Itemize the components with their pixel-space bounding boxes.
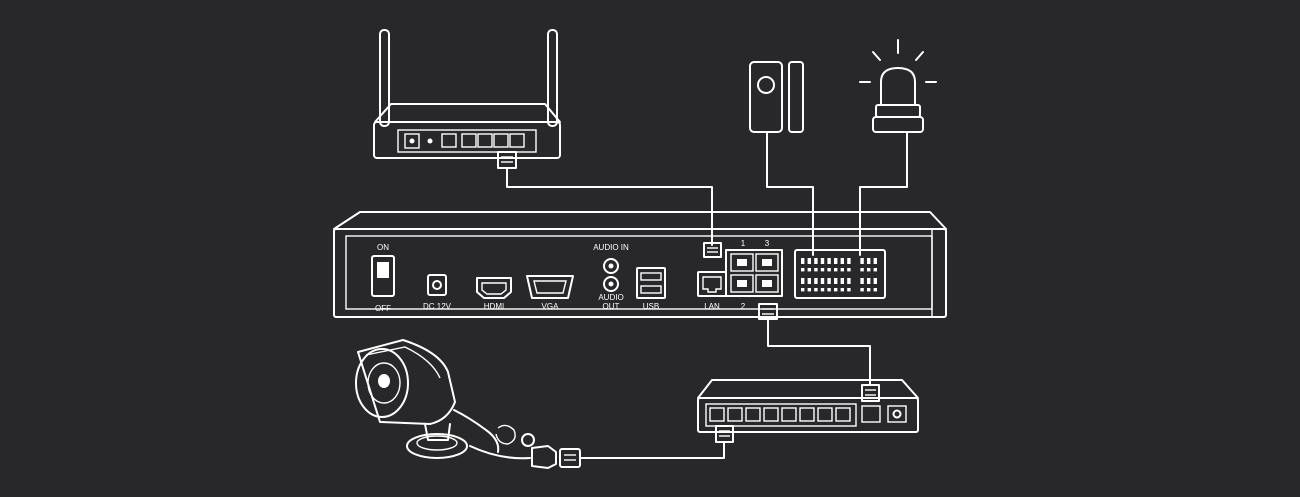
switch-port [781,407,797,422]
terminal-pin [847,278,851,284]
terminal-pin [834,288,838,292]
terminal-pin [814,258,818,264]
label-hdmi: HDMI [484,302,504,311]
poe-ports [725,249,783,297]
terminal-pin [860,268,864,272]
audio-ports [603,258,619,292]
terminal-pin [814,278,818,284]
terminal-pin [867,268,871,272]
switch-port [709,407,725,422]
terminal-pin [814,288,818,292]
label-off: OFF [375,304,391,313]
terminal-pin [820,278,825,284]
switch-port [745,407,761,422]
dc-jack [427,274,447,296]
terminal-pin [873,288,877,292]
terminal-pin [860,258,864,264]
label-port-3: 3 [765,239,770,248]
switch-port [817,407,833,422]
label-on: ON [377,243,389,252]
terminal-pin [827,278,831,284]
usb-ports [636,267,666,299]
terminal-pin [807,278,811,284]
terminal-pin [873,278,877,284]
label-audio-out-line2: OUT [603,302,620,311]
label-dc: DC 12V [423,302,452,311]
switch-port [727,407,743,422]
vga-port [526,275,574,299]
terminal-pin [873,258,877,264]
terminal-pin [807,288,811,292]
terminal-pin [840,288,844,292]
label-audio-out-line1: AUDIO [598,293,623,302]
label-lan: LAN [704,302,720,311]
terminal-pin [840,278,844,284]
label-port-2: 2 [741,302,746,311]
terminal-pin [834,258,838,264]
lan-plug [703,242,722,258]
terminal-pin [807,268,811,272]
terminal-pin [834,268,838,272]
door-sensor-icon [749,61,804,133]
uplink-cable [767,318,871,386]
terminal-pin [873,268,877,272]
terminal-pin [847,268,851,272]
terminal-pin [867,288,871,292]
alarm-terminal-block [794,249,886,299]
terminal-pin [801,288,805,292]
terminal-pin [840,268,844,272]
terminal-pin [867,258,871,264]
hdmi-port [476,277,512,299]
label-port-1: 1 [741,239,746,248]
label-vga: VGA [542,302,560,311]
terminal-pin [834,278,838,284]
sensor-wire [766,131,814,256]
terminal-pin [847,258,851,264]
terminal-pin [860,278,864,284]
network-switch-icon [697,379,919,443]
terminal-pin [847,288,851,292]
terminal-pin [820,288,825,292]
wifi-router-icon [373,29,561,169]
terminal-pin [801,258,805,264]
terminal-pin [827,258,831,264]
power-switch [371,255,395,297]
terminal-pin [820,268,825,272]
terminal-pin [860,288,864,292]
terminal-pin [840,258,844,264]
switch-port [799,407,815,422]
alarm-wire [859,131,908,256]
terminal-pin [801,278,805,284]
camera-cable [579,441,725,459]
nvr-recorder: ON OFF DC 12V HDMI VGA AUDIO IN AUDIO OU… [333,211,947,318]
switch-port [763,407,779,422]
terminal-pin [820,258,825,264]
terminal-pin [827,268,831,272]
label-usb: USB [643,302,659,311]
lan-port [697,271,727,297]
terminal-pin [807,258,811,264]
terminal-pin [814,268,818,272]
router-cable [506,167,713,246]
label-audio-in: AUDIO IN [593,243,629,252]
switch-port [835,407,851,422]
bullet-camera-icon [355,339,581,469]
terminal-pin [801,268,805,272]
terminal-pin [827,288,831,292]
alarm-light-icon [859,39,937,133]
terminal-pin [867,278,871,284]
